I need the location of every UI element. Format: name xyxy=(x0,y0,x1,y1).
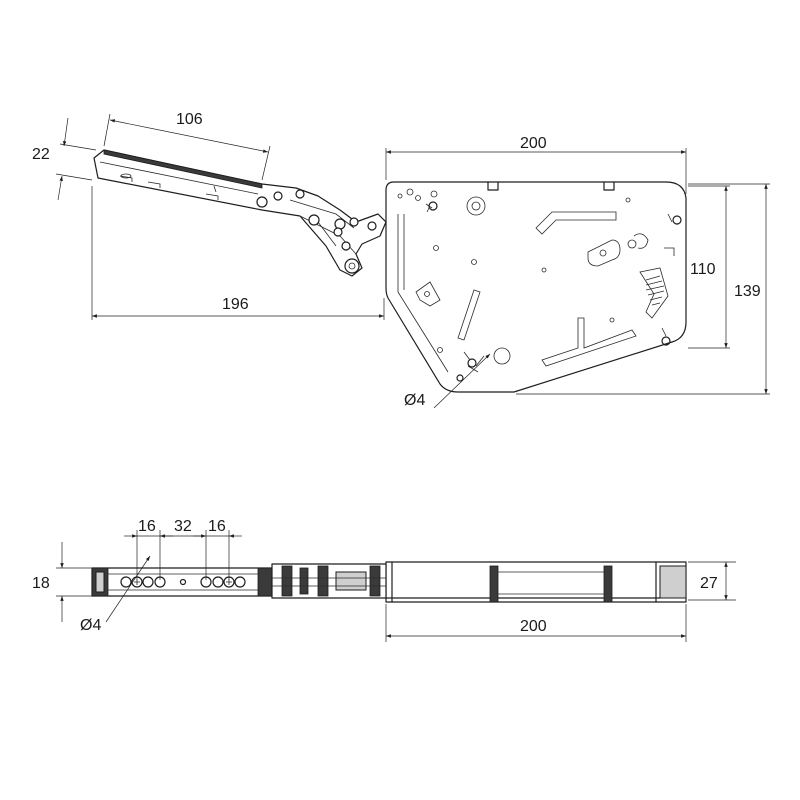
cam-plate xyxy=(587,239,621,267)
label-106: 106 xyxy=(176,111,203,128)
screw-hole-group xyxy=(425,201,682,382)
dim-total-reach: 196 xyxy=(91,186,385,320)
dim-body-width-bottom: 200 xyxy=(385,604,687,642)
dim-hole-diameter-plan: Ø4 xyxy=(80,555,151,634)
label-200-top: 200 xyxy=(520,135,547,152)
label-196: 196 xyxy=(222,296,249,313)
dim-arm-height: 18 xyxy=(32,542,92,622)
label-200-bottom: 200 xyxy=(520,618,547,635)
mechanism-housing xyxy=(385,181,687,393)
label-18: 18 xyxy=(32,575,50,592)
label-d4-plan: Ø4 xyxy=(80,617,101,634)
dim-arm-length: 106 xyxy=(103,111,271,181)
label-32: 32 xyxy=(174,518,192,535)
dim-arm-thickness: 22 xyxy=(32,117,97,201)
label-27: 27 xyxy=(700,575,718,592)
dim-body-width-top: 200 xyxy=(385,135,687,194)
label-110: 110 xyxy=(690,261,716,278)
spring-hatching xyxy=(645,275,665,306)
dim-body-depth: 27 xyxy=(688,561,736,601)
arm-plan xyxy=(91,567,273,597)
dim-inner-height: 110 xyxy=(688,185,730,349)
lift-arm xyxy=(93,149,387,277)
dim-body-height: 139 xyxy=(516,183,770,395)
label-d4-top: Ø4 xyxy=(404,392,425,409)
dim-hole-spacing: 16 32 16 xyxy=(124,518,242,580)
label-16-right: 16 xyxy=(208,518,226,535)
pivot-hole xyxy=(466,196,486,216)
label-139: 139 xyxy=(734,283,761,300)
dim-hole-diameter-top: Ø4 xyxy=(404,353,491,409)
side-view: 106 22 196 200 110 xyxy=(32,111,770,409)
plan-view: 16 32 16 18 Ø4 200 27 xyxy=(32,518,736,642)
housing-plan xyxy=(385,561,687,603)
label-22: 22 xyxy=(32,146,50,163)
label-16-left: 16 xyxy=(138,518,156,535)
